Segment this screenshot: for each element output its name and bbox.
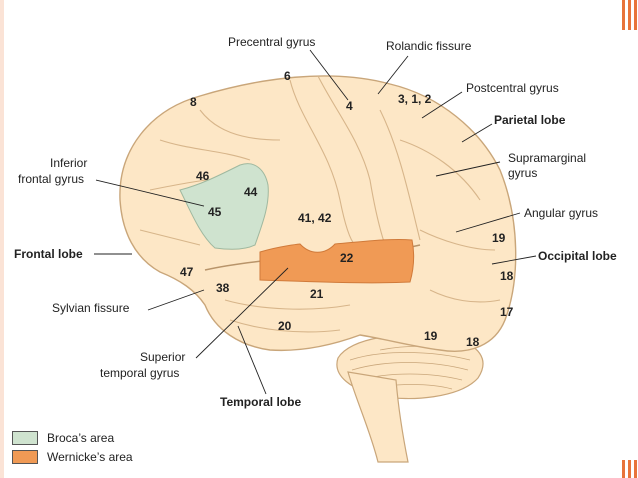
label-supramarginal-2: gyrus [508,166,537,180]
area-20: 20 [278,319,292,333]
label-sylvian-fissure: Sylvian fissure [52,301,130,315]
wernicke-area [259,238,415,284]
corner-decoration-bottom [622,460,637,478]
slide-left-border [0,0,4,478]
label-rolandic-fissure: Rolandic fissure [386,39,472,53]
area-19-lower: 19 [424,329,438,343]
label-precentral-gyrus: Precentral gyrus [228,35,315,49]
area-41-42: 41, 42 [298,211,332,225]
label-parietal-lobe: Parietal lobe [494,113,566,127]
area-19-upper: 19 [492,231,506,245]
legend-item-wernicke: Wernicke’s area [12,447,133,466]
area-4: 4 [346,99,353,113]
label-occipital-lobe: Occipital lobe [538,249,617,263]
broca-area [179,163,269,250]
area-6: 6 [284,69,291,83]
label-angular-gyrus: Angular gyrus [524,206,598,220]
area-18-lower: 18 [466,335,480,349]
label-temporal-lobe: Temporal lobe [220,395,301,409]
label-postcentral-gyrus: Postcentral gyrus [466,81,559,95]
label-supramarginal-1: Supramarginal [508,151,586,165]
legend-wernicke-label: Wernicke’s area [47,449,133,464]
area-38: 38 [216,281,230,295]
area-17: 17 [500,305,514,319]
area-44: 44 [244,185,258,199]
sulci [139,75,501,333]
area-22: 22 [340,251,354,265]
wernicke-swatch [12,449,38,464]
legend-item-broca: Broca’s area [12,428,133,447]
label-superior-temporal-1: Superior [140,350,185,364]
legend-broca-label: Broca’s area [47,430,115,445]
label-inferior-1: Inferior [50,156,87,170]
area-8: 8 [190,95,197,109]
label-frontal-lobe: Frontal lobe [14,247,83,261]
area-18-upper: 18 [500,269,514,283]
label-inferior-2: frontal gyrus [18,172,84,186]
area-21: 21 [310,287,324,301]
area-47: 47 [180,265,194,279]
brainstem [347,371,409,463]
cerebrum [119,75,517,352]
area-3-1-2: 3, 1, 2 [398,92,432,106]
area-45: 45 [208,205,222,219]
area-46: 46 [196,169,210,183]
legend: Broca’s area Wernicke’s area [12,428,133,466]
leader-lines [94,49,537,395]
corner-decoration-top [622,0,637,30]
broca-swatch [12,430,38,445]
label-superior-temporal-2: temporal gyrus [100,366,179,380]
